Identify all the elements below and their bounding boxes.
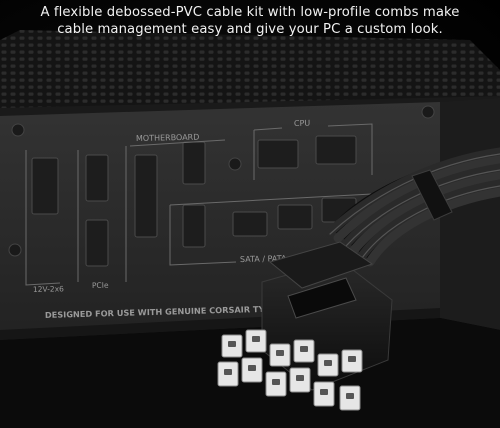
- psu-ports: [31, 135, 357, 267]
- label-sata-pata: SATA / PATA: [240, 254, 287, 264]
- label-motherboard: MOTHERBOARD: [136, 133, 200, 143]
- label-12v-2x6: 12V-2x6: [33, 284, 64, 294]
- caption-line-2: cable management easy and give your PC a…: [57, 22, 443, 37]
- sleeved-cable-bundle: [325, 147, 500, 267]
- psu-label-lines: [25, 123, 373, 286]
- label-cpu: CPU: [294, 119, 311, 128]
- connector-pin-holes: [224, 336, 356, 399]
- caption: A flexible debossed-PVC cable kit with l…: [0, 4, 500, 38]
- label-pcie: PCIe: [92, 281, 109, 290]
- caption-line-1: A flexible debossed-PVC cable kit with l…: [40, 5, 460, 20]
